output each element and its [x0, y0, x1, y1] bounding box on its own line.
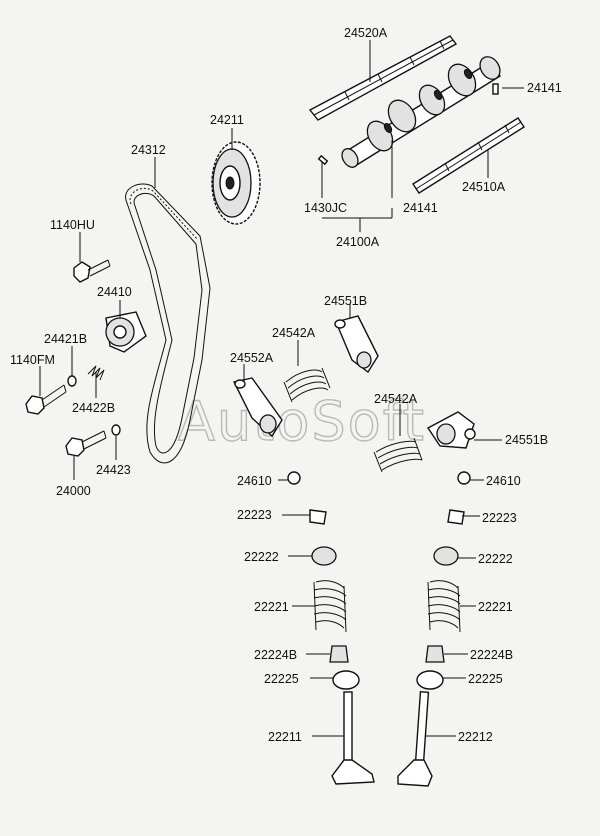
label-24000: 24000 — [56, 484, 91, 498]
label-1430jc: 1430JC — [304, 201, 347, 215]
rocker-arm-24552a — [232, 377, 283, 438]
label-22223-left: 22223 — [237, 508, 272, 522]
label-1140fm: 1140FM — [10, 353, 55, 367]
retainer-22222-right — [433, 546, 459, 566]
stem-seal-22224b-right — [425, 645, 445, 663]
label-24410: 24410 — [97, 285, 132, 299]
retainer-22222-left — [311, 546, 337, 566]
label-22223-right: 22223 — [482, 511, 517, 525]
seal-24610-left — [287, 471, 301, 485]
pin-24141-right — [492, 83, 499, 95]
rocker-shaft-upper — [308, 35, 458, 121]
label-24423: 24423 — [96, 463, 131, 477]
cam-sprocket — [211, 141, 261, 225]
label-24610-left: 24610 — [237, 474, 272, 488]
tensioner-24410 — [105, 311, 147, 353]
cotter-22223-left — [309, 509, 327, 525]
washer-24423 — [111, 424, 121, 436]
label-22222-left: 22222 — [244, 550, 279, 564]
label-24422b: 24422B — [72, 401, 115, 415]
label-24542a-lower: 24542A — [374, 392, 418, 406]
label-24141-bottom: 24141 — [403, 201, 438, 215]
rocker-shaft-lower — [412, 117, 525, 194]
watermark: AutoSoft — [178, 390, 426, 453]
label-22221-left: 22221 — [254, 600, 289, 614]
rocker-arm-upper — [334, 315, 379, 374]
label-22222-right: 22222 — [478, 552, 513, 566]
stem-seal-22224b-left — [329, 645, 349, 663]
timing-belt — [125, 183, 211, 464]
label-24610-right: 24610 — [486, 474, 521, 488]
label-22224b-left: 22224B — [254, 648, 297, 662]
label-24542a-upper: 24542A — [272, 326, 316, 340]
valve-22212 — [397, 691, 433, 787]
valve-22211 — [331, 691, 375, 785]
label-24551b-upper: 24551B — [324, 294, 367, 308]
label-24520a: 24520A — [344, 26, 388, 40]
label-24551b-lower: 24551B — [505, 433, 548, 447]
spring-24422b — [87, 365, 105, 381]
label-1140hu: 1140HU — [50, 218, 95, 232]
label-24141-right: 24141 — [527, 81, 562, 95]
label-24100a: 24100A — [336, 235, 380, 249]
leader-lines — [39, 40, 524, 737]
cotter-22223-right — [447, 509, 465, 525]
valve-spring-22221-right — [427, 580, 461, 633]
camshaft — [341, 56, 502, 168]
spring-seat-22225-left — [332, 670, 360, 690]
spring-seat-22225-right — [416, 670, 444, 690]
bolt-24000 — [65, 430, 107, 457]
rocker-arm-lower — [426, 411, 476, 449]
label-22225-right: 22225 — [468, 672, 503, 686]
pin-1430jc — [317, 154, 329, 166]
label-22212: 22212 — [458, 730, 493, 744]
seal-24610-right — [457, 471, 471, 485]
label-24211: 24211 — [210, 113, 244, 127]
valve-spring-22221-left — [313, 580, 347, 633]
bolt-1140fm — [25, 384, 67, 415]
label-22224b-right: 22224B — [470, 648, 513, 662]
label-22225-left: 22225 — [264, 672, 299, 686]
washer-24421b — [67, 375, 77, 387]
bolt-1140hu — [73, 259, 111, 283]
part-labels: 24520A 24141 24211 24312 1430JC 24141 24… — [10, 26, 562, 744]
label-24312: 24312 — [131, 143, 166, 157]
label-22211: 22211 — [268, 730, 302, 744]
rocker-spring-lower — [373, 437, 423, 473]
label-24510a: 24510A — [462, 180, 506, 194]
label-22221-right: 22221 — [478, 600, 513, 614]
label-24421b: 24421B — [44, 332, 87, 346]
rocker-spring-upper — [283, 367, 331, 403]
label-24552a: 24552A — [230, 351, 274, 365]
